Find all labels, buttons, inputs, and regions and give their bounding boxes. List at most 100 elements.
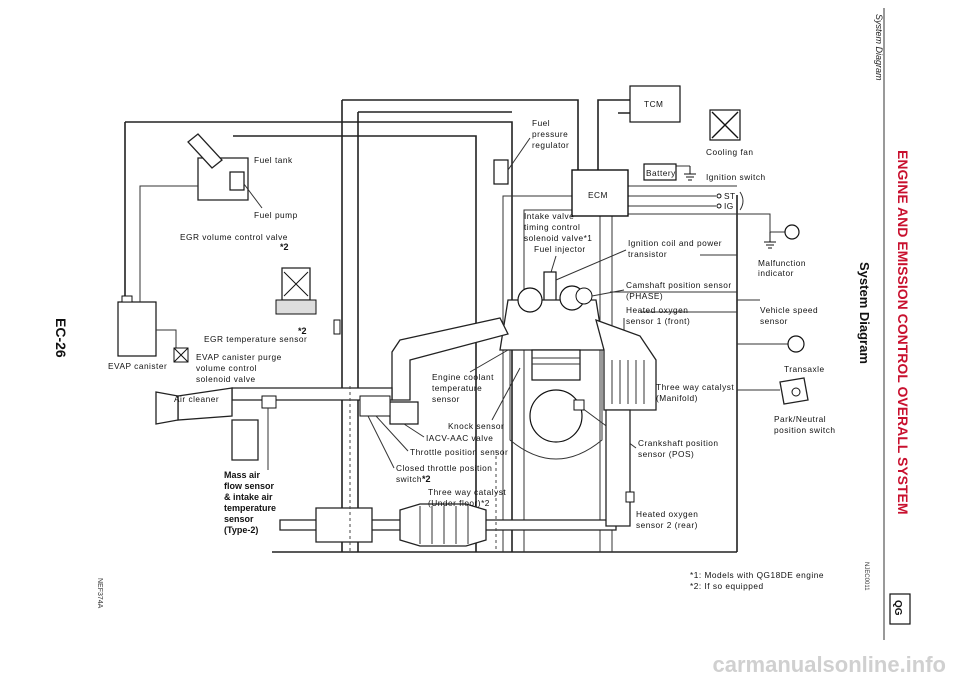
crankshaft-icon <box>529 389 583 443</box>
ground-mil-icon <box>764 232 776 249</box>
egr-temp-sensor-icon <box>333 319 341 335</box>
figure-code-group: NEF374A <box>96 578 103 609</box>
section-title-group: ENGINE AND EMISSION CONTROL OVERALL SYST… <box>895 150 911 515</box>
page-number-group: EC-26 <box>53 318 69 358</box>
section-title: ENGINE AND EMISSION CONTROL OVERALL SYST… <box>895 150 911 515</box>
evap-line <box>139 185 198 350</box>
malfunction-indicator-lamp-icon <box>784 224 800 240</box>
three-way-under-label-1: Three way catalyst <box>428 487 506 497</box>
evap-purge-valve-x-icon <box>173 347 189 363</box>
evap-canister-icon <box>117 301 157 357</box>
wire-frame-main <box>272 99 738 553</box>
fuel-filler-neck-icon <box>187 133 223 169</box>
egr-temp-label: EGR temperature sensor <box>204 334 307 344</box>
wire-ecm-right <box>627 165 785 233</box>
iacv-label: IACV-AAC valve <box>426 433 493 443</box>
camshaft-label-1: Camshaft position sensor <box>626 280 732 290</box>
underfloor-muffler-icon <box>315 507 373 543</box>
ignition-ig-label: IG <box>724 201 734 211</box>
battery-label: Battery <box>646 168 676 178</box>
fuel-tank-label: Fuel tank <box>254 155 293 165</box>
fuel-pump-label: Fuel pump <box>254 210 298 220</box>
ignition-switch-arc <box>739 191 744 211</box>
underfloor-catalyst-hatching <box>419 506 469 544</box>
fuel-pressure-label-2: pressure <box>532 129 568 139</box>
knock-sensor-leader <box>491 367 521 421</box>
maf-label-6: (Type-2) <box>224 525 258 535</box>
camshaft-intake-icon <box>517 287 543 313</box>
watermark: carmanualsonline.info <box>713 652 947 677</box>
ignition-coil-leader <box>555 249 627 281</box>
piston-rings <box>532 357 580 365</box>
engine-coolant-label-3: sensor <box>432 394 460 404</box>
closed-throttle-leader <box>367 415 395 469</box>
intake-valve-label-3: solenoid valve*1 <box>524 233 592 243</box>
evap-purge-label-1: EVAP canister purge <box>196 352 282 362</box>
qg-badge-group: QG <box>892 600 903 616</box>
qg-badge-box <box>889 593 911 625</box>
throttle-body-icon <box>359 395 391 417</box>
intake-valve-label-2: timing control <box>524 222 580 232</box>
iacv-aac-valve-icon <box>389 401 419 425</box>
ground-battery-icon <box>684 166 696 181</box>
ignition-switch-label: Ignition switch <box>706 172 766 182</box>
maf-label-5: sensor <box>224 514 254 524</box>
park-neutral-label-2: position switch <box>774 425 835 435</box>
air-cleaner-box-icon <box>177 387 233 421</box>
fuel-pressure-label-3: regulator <box>532 140 569 150</box>
cylinder-head-icon <box>499 299 605 351</box>
evap-canister-cap-icon <box>121 295 133 303</box>
closed-throttle-label-1: Closed throttle position <box>396 463 492 473</box>
park-neutral-switch-icon <box>791 387 801 397</box>
egr-volume-valve-base-icon <box>275 299 317 315</box>
fuel-pressure-regulator-icon <box>493 159 509 185</box>
fuel-pump-icon <box>229 171 245 191</box>
air-cleaner-lower-icon <box>231 419 259 461</box>
engine-block-outline <box>509 350 603 460</box>
ignition-ig-contact-icon <box>716 203 722 209</box>
qg-badge: QG <box>892 600 903 616</box>
knock-sensor-label: Knock sensor <box>448 421 504 431</box>
egr-volume-label: EGR volume control valve <box>180 232 288 242</box>
air-cleaner-label: Air cleaner <box>174 394 219 404</box>
camshaft-leader <box>591 289 625 297</box>
closed-throttle-star: *2 <box>422 474 431 484</box>
footnote-2: *2: If so equipped <box>690 581 764 591</box>
park-neutral-label-1: Park/Neutral <box>774 414 826 424</box>
header-subtitle: System Diagram <box>874 14 884 81</box>
ignition-st-label: ST <box>724 191 736 201</box>
engine-coolant-label-2: temperature <box>432 383 482 393</box>
wire-sensors-right <box>610 254 790 391</box>
wire-ecm-tcm <box>597 99 630 170</box>
exhaust-manifold-icon <box>595 318 657 411</box>
crankshaft-label-1: Crankshaft position <box>638 438 719 448</box>
engine-coolant-label-1: Engine coolant <box>432 372 494 382</box>
throttle-leader <box>375 415 409 452</box>
maf-label-3: & intake air <box>224 492 273 502</box>
intake-manifold-icon <box>391 317 509 401</box>
ignition-coil-label-1: Ignition coil and power <box>628 238 722 248</box>
three-way-under-label-2: (Under floor)*2 <box>428 498 490 508</box>
manifold-catalyst-hatching <box>611 360 645 404</box>
closed-throttle-label-2: switch <box>396 474 422 484</box>
maf-label-4: temperature <box>224 503 276 513</box>
heated-o2-rear-icon <box>625 491 635 503</box>
camshaft-sprocket-icon <box>575 287 593 305</box>
wire-ecm-left <box>502 195 613 552</box>
egr-volume-valve-coil-icon <box>283 271 309 297</box>
engine-coolant-leader <box>469 349 509 373</box>
malfunction-label-1: Malfunction <box>758 258 806 268</box>
cooling-fan-label: Cooling fan <box>706 147 753 157</box>
camshaft-label-2: (PHASE) <box>626 291 663 301</box>
vehicle-speed-label-1: Vehicle speed <box>760 305 818 315</box>
maf-label-1: Mass air <box>224 470 261 480</box>
throttle-position-label: Throttle position sensor <box>410 447 508 457</box>
heated-o2-front-label-1: Heated oxygen <box>626 305 688 315</box>
exhaust-riser-icon <box>605 409 631 527</box>
figure-code: NEF374A <box>96 578 103 609</box>
dashed-line-vertical <box>349 386 497 552</box>
ecm-box <box>571 169 629 217</box>
tcm-label: TCM <box>644 99 663 109</box>
maf-label-2: flow sensor <box>224 481 275 491</box>
